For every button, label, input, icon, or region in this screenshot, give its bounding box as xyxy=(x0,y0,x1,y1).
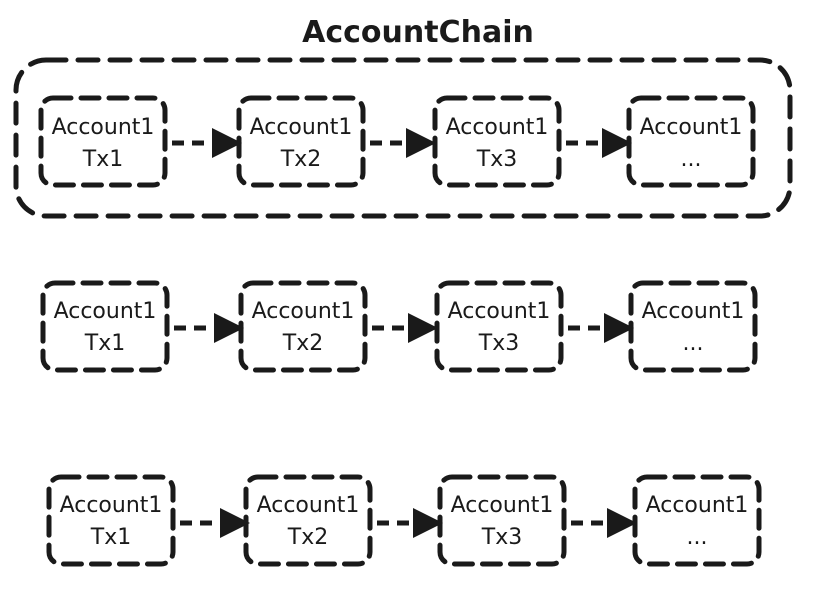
account-chain-group-box xyxy=(13,57,793,219)
node-tx-label: Tx1 xyxy=(90,525,131,550)
node-account-label: Account1 xyxy=(52,115,155,140)
node-account-label: Account1 xyxy=(446,115,549,140)
node-box xyxy=(243,474,373,567)
node-account-label: Account1 xyxy=(60,493,163,518)
node-account-label: Account1 xyxy=(257,493,360,518)
node-tx-label: ... xyxy=(683,331,704,356)
node-box xyxy=(626,95,756,188)
node-tx-label: Tx1 xyxy=(82,147,123,172)
node-account-label: Account1 xyxy=(646,493,749,518)
chain-row-2: Account1 Tx1 Account1 Tx2 Account1 Tx3 A… xyxy=(40,280,758,373)
chain-row-1: Account1 Tx1 Account1 Tx2 Account1 Tx3 A… xyxy=(38,95,756,188)
node-tx-label: Tx1 xyxy=(84,331,125,356)
node-tx-label: ... xyxy=(681,147,702,172)
node-box xyxy=(236,95,366,188)
node-tx-label: Tx3 xyxy=(476,147,517,172)
node-box xyxy=(432,95,562,188)
node-tx-label: ... xyxy=(687,525,708,550)
node-tx-label: Tx3 xyxy=(481,525,522,550)
node-box xyxy=(38,95,168,188)
node-box xyxy=(632,474,762,567)
group-title: AccountChain xyxy=(302,15,534,50)
node-account-label: Account1 xyxy=(640,115,743,140)
node-box xyxy=(40,280,170,373)
chain-row-3: Account1 Tx1 Account1 Tx2 Account1 Tx3 A… xyxy=(46,474,762,567)
node-box xyxy=(46,474,176,567)
node-tx-label: Tx2 xyxy=(282,331,323,356)
node-account-label: Account1 xyxy=(250,115,353,140)
node-tx-label: Tx3 xyxy=(478,331,519,356)
node-box xyxy=(238,280,368,373)
node-account-label: Account1 xyxy=(54,299,157,324)
node-account-label: Account1 xyxy=(252,299,355,324)
node-account-label: Account1 xyxy=(642,299,745,324)
node-account-label: Account1 xyxy=(448,299,551,324)
node-box xyxy=(437,474,567,567)
node-box xyxy=(628,280,758,373)
node-box xyxy=(434,280,564,373)
node-account-label: Account1 xyxy=(451,493,554,518)
node-tx-label: Tx2 xyxy=(287,525,328,550)
node-tx-label: Tx2 xyxy=(280,147,321,172)
